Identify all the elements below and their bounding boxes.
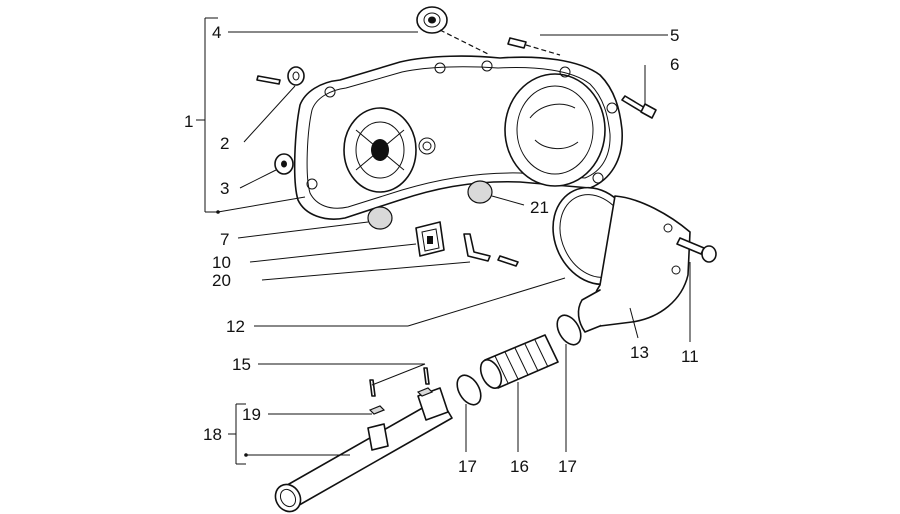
retaining-clip <box>415 221 445 257</box>
corrugated-hose <box>479 334 559 389</box>
callout-7: 7 <box>220 230 229 249</box>
leader-lines <box>196 17 691 465</box>
callout-6: 6 <box>670 55 679 74</box>
callout-11: 11 <box>681 347 699 366</box>
callout-18: 18 <box>203 425 222 444</box>
callout-3: 3 <box>220 179 229 198</box>
air-duct <box>552 186 691 333</box>
bearing <box>416 6 491 56</box>
dowel-and-bushing <box>256 66 305 86</box>
intake-pipe <box>274 387 453 513</box>
callout-12: 12 <box>226 317 245 336</box>
bracket-and-screw <box>463 233 519 267</box>
callout-4: 4 <box>212 23 221 42</box>
callout-21: 21 <box>530 198 549 217</box>
callout-5: 5 <box>670 26 679 45</box>
callout-17-left: 17 <box>458 457 477 476</box>
bushing <box>274 153 294 175</box>
callout-2: 2 <box>220 134 229 153</box>
callout-16: 16 <box>510 457 529 476</box>
callout-13: 13 <box>630 343 649 362</box>
callout-10: 10 <box>212 253 231 272</box>
dowel-pin <box>507 37 561 56</box>
callout-19: 19 <box>242 405 261 424</box>
hose-clamps <box>456 314 582 406</box>
duct-screw <box>676 237 717 263</box>
screws-and-washers <box>368 367 434 415</box>
cover-screw <box>621 95 657 119</box>
callout-20: 20 <box>212 271 231 290</box>
plug-caps <box>367 180 493 230</box>
callout-15: 15 <box>232 355 251 374</box>
transmission-cover <box>293 55 623 220</box>
callout-labels: 1 4 2 3 5 6 7 21 10 20 12 13 11 15 19 18… <box>184 23 699 476</box>
callout-17-right: 17 <box>558 457 577 476</box>
callout-1: 1 <box>184 112 193 131</box>
